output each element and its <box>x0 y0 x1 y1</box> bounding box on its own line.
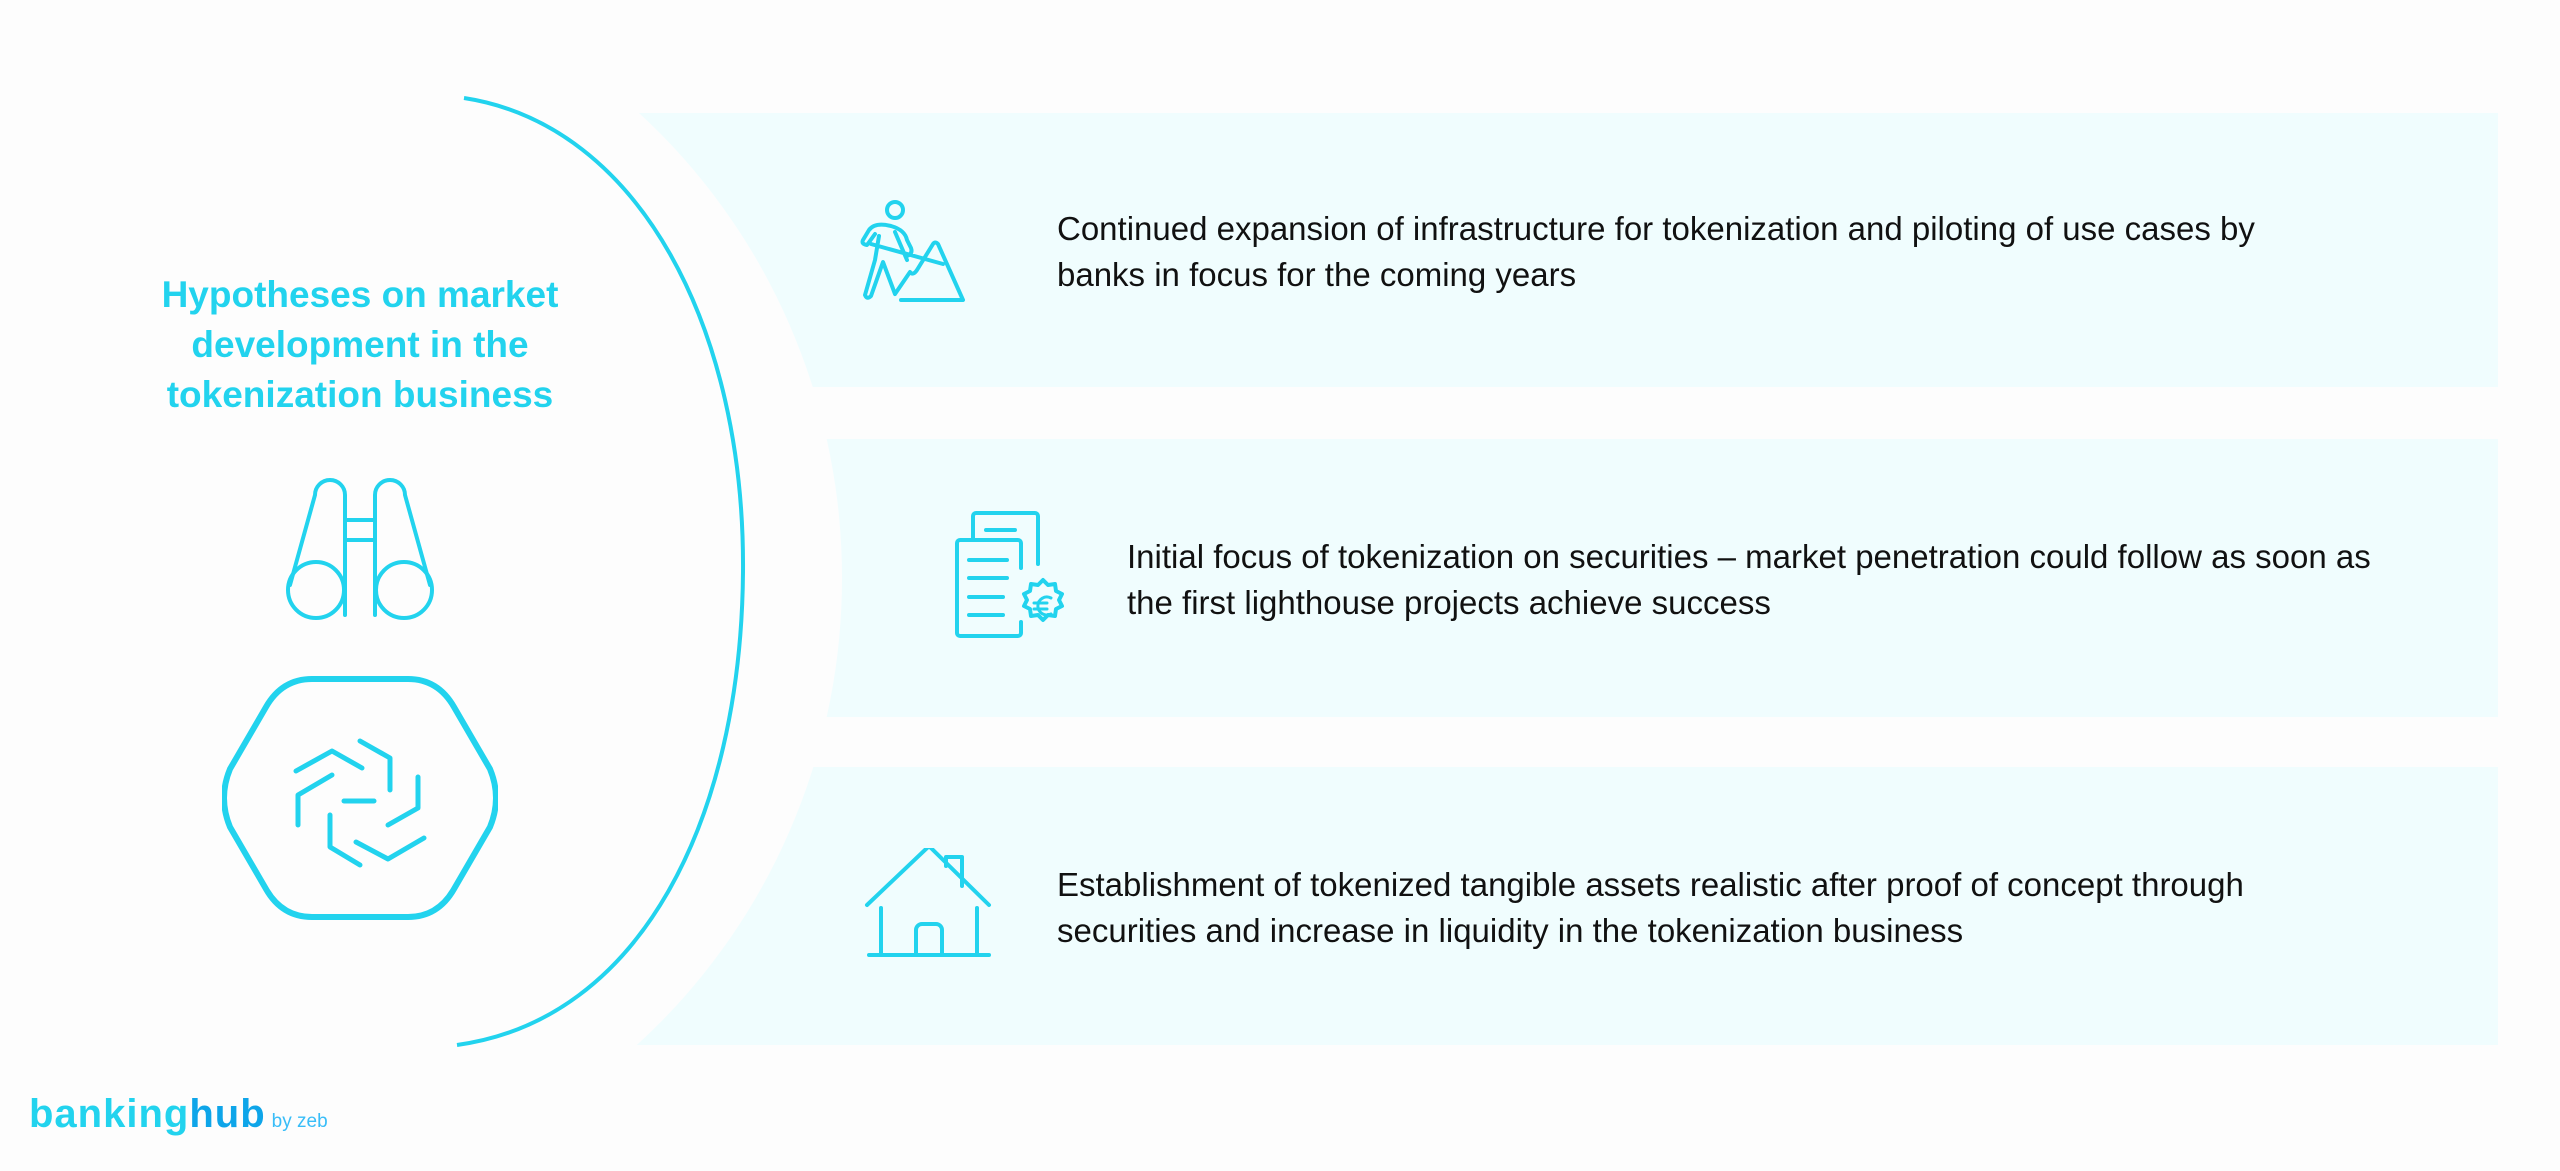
text-line: Initial focus of tokenization on securit… <box>1127 538 2371 575</box>
hypothesis-panel-1 <box>560 113 2498 387</box>
hypothesis-text-3: Establishment of tokenized tangible asse… <box>1057 862 2244 954</box>
hypothesis-panel-2 <box>560 439 2498 717</box>
hypothesis-text-1: Continued expansion of infrastructure fo… <box>1057 206 2255 298</box>
title-line: tokenization business <box>166 374 554 415</box>
logo-part: hub <box>189 1092 266 1136</box>
house-icon <box>865 848 991 957</box>
worker-mountain-icon <box>860 200 965 302</box>
title-line: Hypotheses on market <box>161 274 559 315</box>
logo-part: banking <box>29 1092 190 1136</box>
text-line: banks in focus for the coming years <box>1057 256 1577 293</box>
text-line: Establishment of tokenized tangible asse… <box>1057 866 2244 903</box>
page-title: Hypotheses on market development in the … <box>110 270 610 420</box>
binoculars-icon <box>286 478 434 620</box>
title-line: development in the <box>191 324 529 365</box>
token-hexagon-icon <box>222 676 498 920</box>
text-line: the first lighthouse projects achieve su… <box>1127 584 1771 621</box>
securities-document-euro-icon <box>955 511 1064 638</box>
text-line: Continued expansion of infrastructure fo… <box>1057 210 2255 247</box>
hypothesis-panel-3 <box>560 767 2498 1045</box>
hypothesis-text-2: Initial focus of tokenization on securit… <box>1127 534 2371 626</box>
logo-byline: by zeb <box>271 1111 328 1132</box>
text-line: securities and increase in liquidity in … <box>1057 912 1964 949</box>
